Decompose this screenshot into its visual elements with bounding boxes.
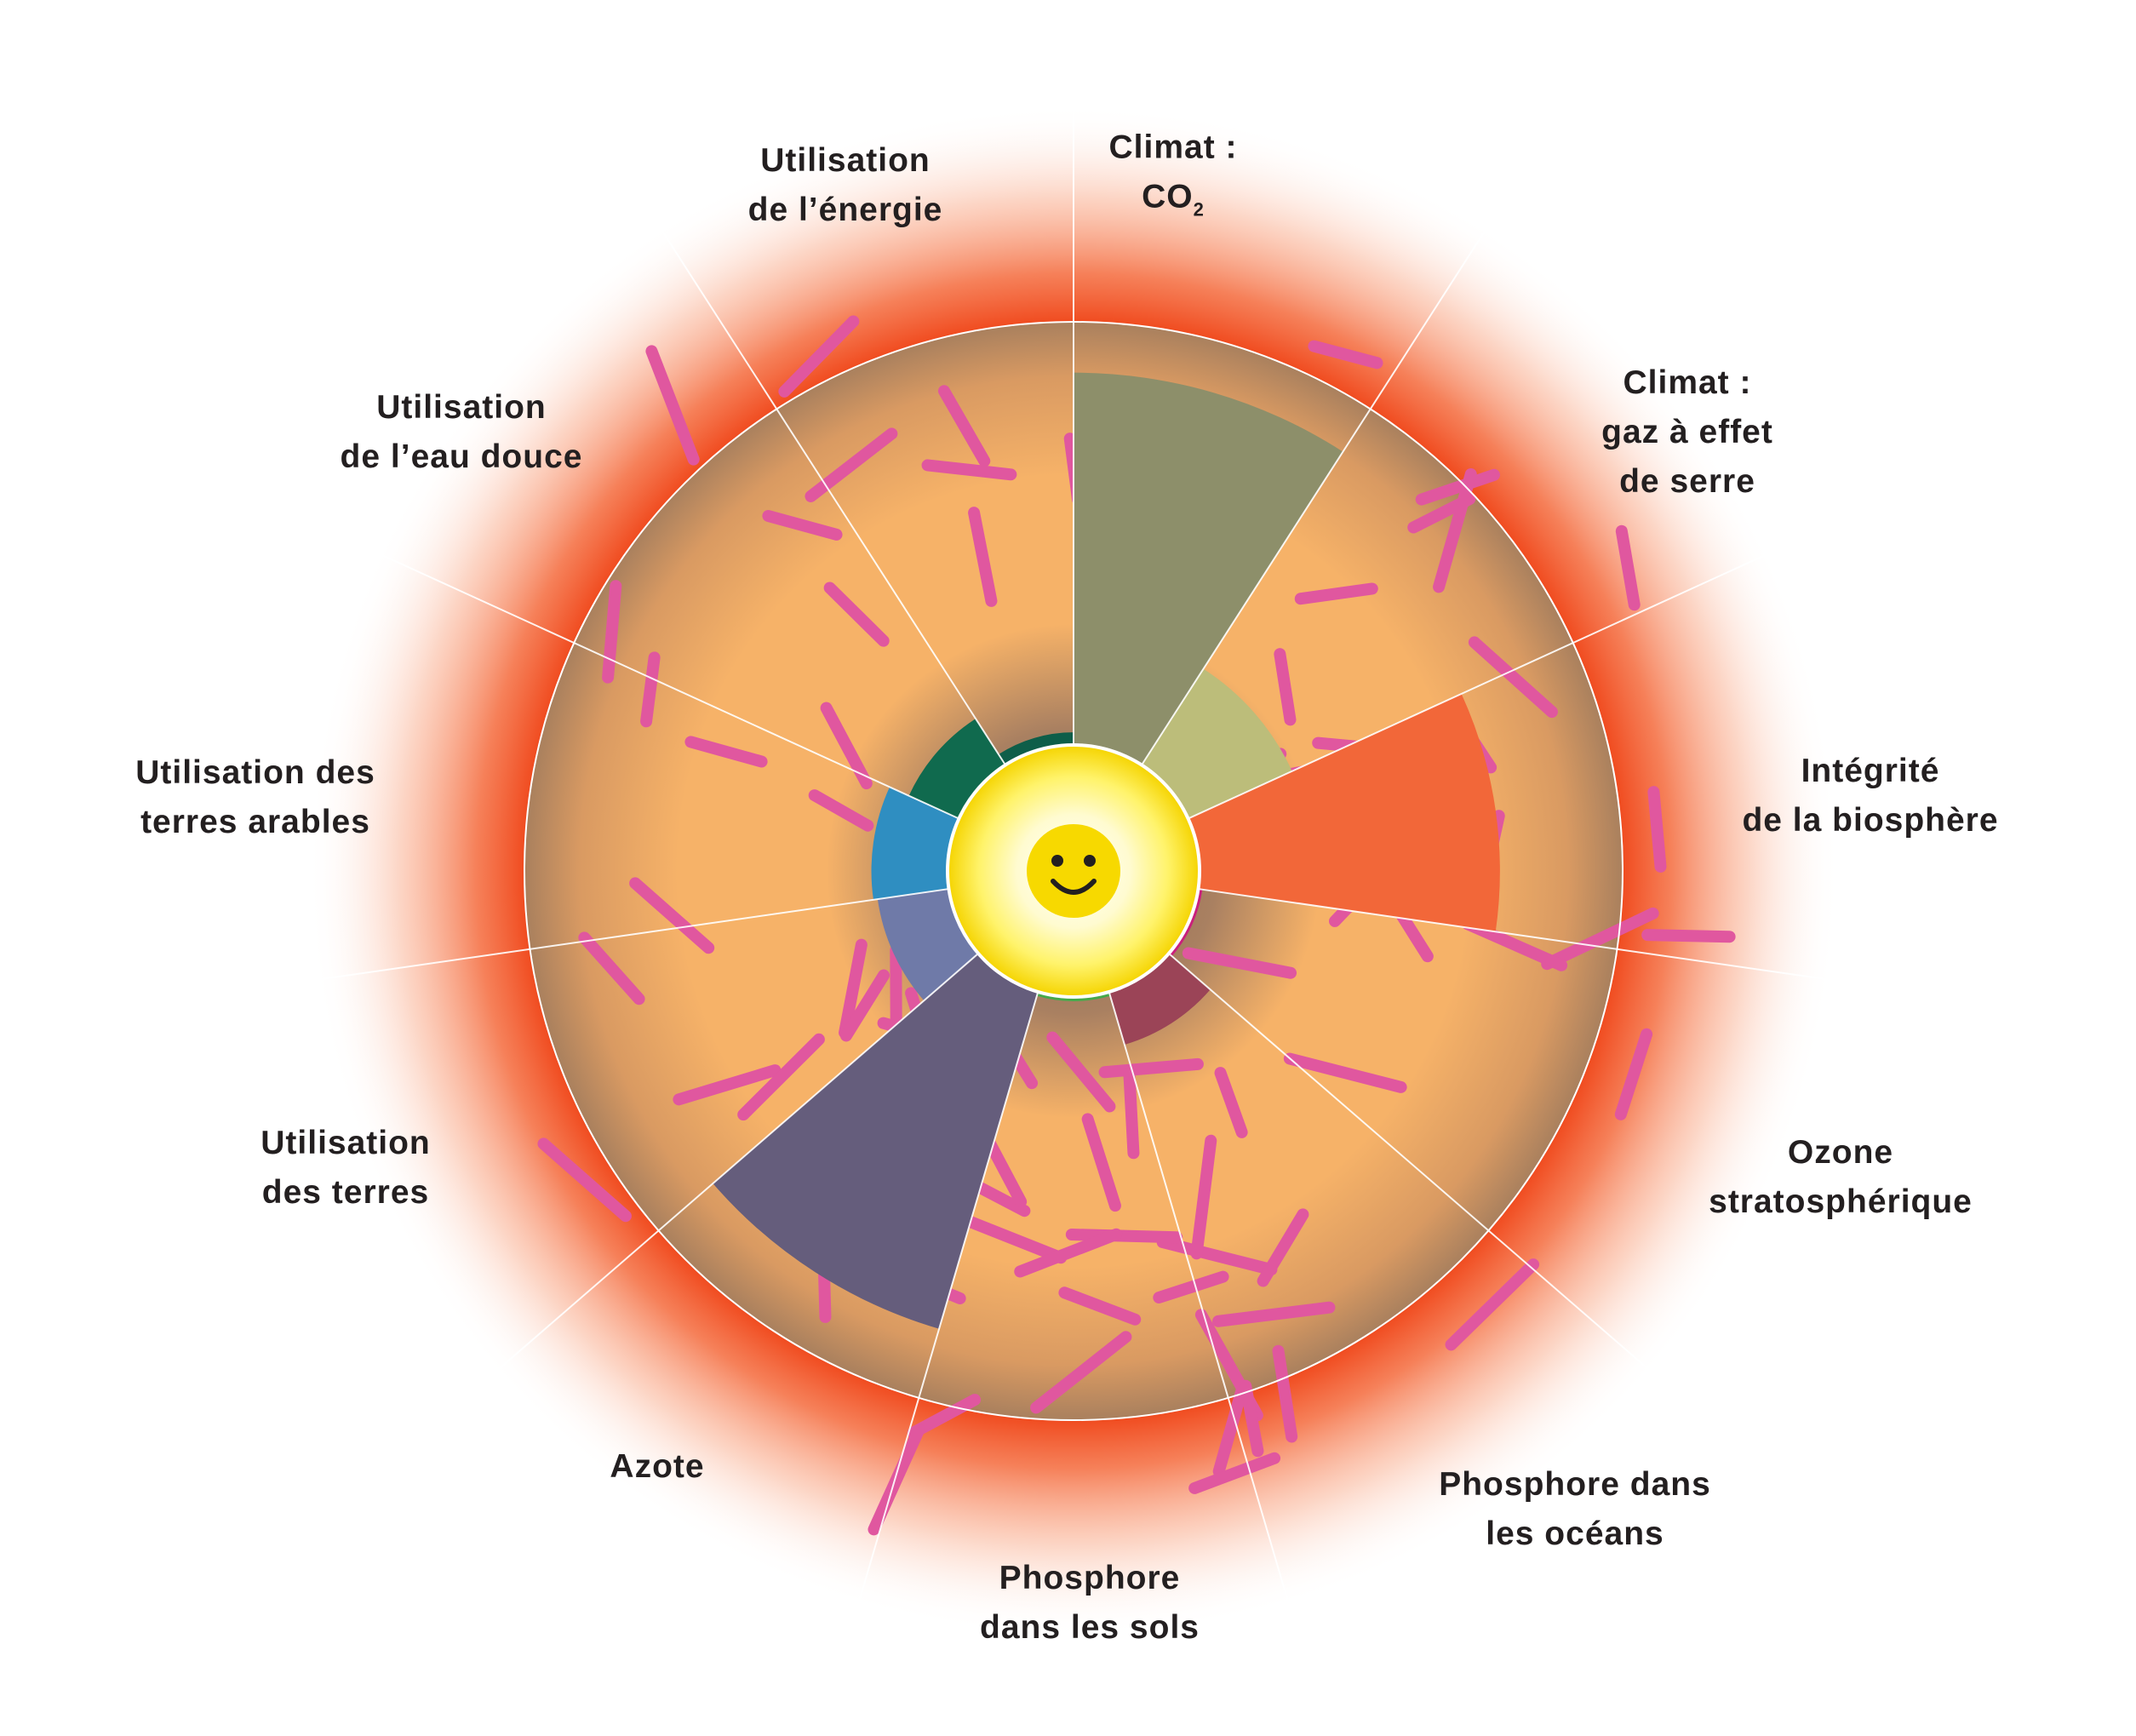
label-line: Utilisation des: [135, 748, 375, 798]
label-text: Utilisation: [760, 142, 931, 179]
label-text: Utilisation: [261, 1125, 431, 1161]
label-line: terres arables: [135, 798, 375, 847]
label-text: Azote: [610, 1448, 704, 1485]
label-ozone: Ozone stratosphérique: [1709, 1128, 1973, 1227]
label-line: Climat :: [1601, 358, 1773, 408]
label-line: Phosphore dans: [1439, 1460, 1711, 1510]
pattern-dash: [1072, 1235, 1177, 1237]
label-text: des terres: [262, 1174, 429, 1211]
label-text: Climat :: [1108, 129, 1237, 166]
label-energie: Utilisation de l’énergie: [748, 136, 943, 235]
label-line: stratosphérique: [1709, 1177, 1973, 1227]
label-climat-co2: Climat : CO2: [1108, 123, 1237, 235]
label-text: gaz à effet: [1601, 414, 1773, 450]
label-text: Phosphore: [999, 1560, 1181, 1596]
pattern-dash: [1653, 792, 1660, 867]
label-text: Climat :: [1623, 364, 1751, 401]
label-text: Utilisation: [376, 389, 547, 426]
label-integrite-biosphere: Intégrité de la biosphère: [1742, 747, 1998, 845]
label-line: Utilisation: [341, 383, 583, 433]
label-line: des terres: [261, 1168, 431, 1217]
label-line: Utilisation: [261, 1119, 431, 1168]
label-line: Intégrité: [1742, 747, 1998, 796]
label-eau-douce: Utilisation de l’eau douce: [341, 383, 583, 482]
label-line: dans les sols: [980, 1603, 1200, 1653]
label-line: Utilisation: [748, 136, 943, 186]
label-text: Ozone: [1788, 1134, 1893, 1171]
label-phosphore-oceans: Phosphore dans les océans: [1439, 1460, 1711, 1559]
label-phosphore-sols: Phosphore dans les sols: [980, 1554, 1200, 1653]
label-climat-ges: Climat : gaz à effet de serre: [1601, 358, 1773, 507]
pattern-dash: [1105, 1064, 1198, 1072]
label-text: dans les sols: [980, 1609, 1200, 1646]
label-line: de serre: [1601, 457, 1773, 507]
label-text: de l’énergie: [748, 192, 943, 228]
label-line: Phosphore: [980, 1554, 1200, 1603]
pattern-dash: [1647, 935, 1729, 937]
label-subscript: 2: [1194, 199, 1205, 221]
label-line: Ozone: [1709, 1128, 1973, 1177]
label-text: CO: [1142, 179, 1194, 215]
pattern-dash: [646, 657, 655, 721]
label-text: de serre: [1619, 463, 1755, 500]
label-line: CO2: [1108, 173, 1237, 235]
label-terres-arables: Utilisation des terres arables: [135, 748, 375, 847]
label-text: stratosphérique: [1709, 1183, 1973, 1220]
label-line: de l’eau douce: [341, 433, 583, 482]
label-text: Phosphore dans: [1439, 1466, 1711, 1503]
smiley-face-icon: [1027, 824, 1120, 918]
label-line: de la biosphère: [1742, 796, 1998, 845]
label-line: Azote: [610, 1442, 704, 1492]
label-text: Utilisation des: [135, 754, 375, 791]
label-text: de la biosphère: [1742, 802, 1998, 839]
label-azote: Azote: [610, 1442, 704, 1492]
label-text: terres arables: [140, 804, 370, 840]
label-utilisation-terres: Utilisation des terres: [261, 1119, 431, 1217]
label-line: gaz à effet: [1601, 408, 1773, 457]
label-line: les océans: [1439, 1510, 1711, 1559]
pattern-dash: [608, 586, 616, 677]
label-line: Climat :: [1108, 123, 1237, 173]
label-text: les océans: [1486, 1515, 1664, 1552]
label-text: de l’eau douce: [341, 438, 583, 475]
label-text: Intégrité: [1801, 753, 1940, 789]
label-line: de l’énergie: [748, 186, 943, 235]
pattern-dash: [1129, 1074, 1133, 1153]
